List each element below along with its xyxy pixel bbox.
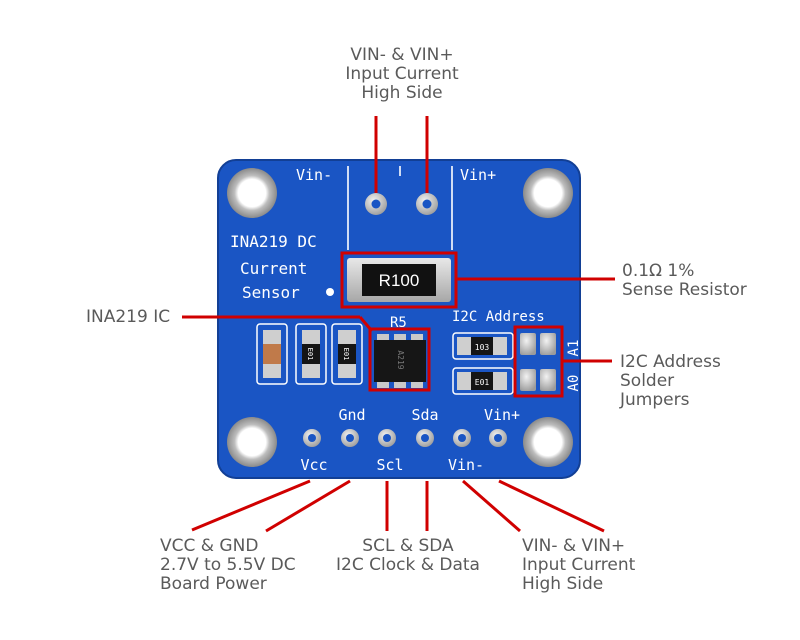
callout-sense-resistor: 0.1Ω 1% Sense Resistor xyxy=(622,261,747,300)
board-title-line1: INA219 DC xyxy=(230,232,317,251)
line-vcc xyxy=(191,479,311,532)
smd-marking-b: E01 xyxy=(342,348,350,361)
silk-vin-minus-top: Vin- xyxy=(296,166,332,184)
line-vin-minus xyxy=(462,479,521,533)
silk-i2c-address: I2C Address xyxy=(452,309,545,325)
callout-i2c-jumpers: I2C Address Solder Jumpers xyxy=(620,352,721,410)
smd-resistor-e01: E01 xyxy=(452,367,514,395)
silk-vin-plus-top: Vin+ xyxy=(460,166,496,184)
terminal-hole-vin-plus xyxy=(416,193,438,215)
mounting-hole-top-left xyxy=(227,168,277,218)
resistor-marking: R100 xyxy=(379,271,420,290)
pin-scl xyxy=(378,429,396,447)
pin-sda xyxy=(416,429,434,447)
pin-vin-plus xyxy=(489,429,507,447)
mounting-hole-bottom-right xyxy=(523,417,573,467)
callout-scl-sda: SCL & SDA I2C Clock & Data xyxy=(336,536,480,575)
silk-sda: Sda xyxy=(411,406,438,424)
pin-vin-minus xyxy=(453,429,471,447)
mounting-hole-bottom-left xyxy=(227,417,277,467)
smd-marking-c: E01 xyxy=(475,378,490,387)
callout-lines xyxy=(182,116,615,533)
board-title-line3: Sensor xyxy=(242,283,300,302)
silk-scl: Scl xyxy=(376,456,403,474)
line-vin-plus xyxy=(498,479,605,533)
ina219-ic-highlight xyxy=(368,327,431,392)
silk-vin-plus-bottom: Vin+ xyxy=(484,406,520,424)
silk-a0: A0 xyxy=(566,375,582,392)
smd-resistor-a: E01 xyxy=(295,323,327,385)
pcb-board xyxy=(217,159,581,479)
terminal-hole-vin-minus xyxy=(365,193,387,215)
smd-capacitor xyxy=(256,323,288,385)
callout-ina219-ic: INA219 IC xyxy=(86,307,171,327)
smd-resistor-103: 103 xyxy=(452,332,514,360)
smd-marking-103: 103 xyxy=(475,343,490,352)
smd-marking-a: E01 xyxy=(306,348,314,361)
silk-gnd: Gnd xyxy=(338,406,365,424)
mounting-hole-top-right xyxy=(523,168,573,218)
callout-vin-bottom: VIN- & VIN+ Input Current High Side xyxy=(522,536,636,594)
line-ina219-ic-diag xyxy=(358,316,374,332)
silk-a1: A1 xyxy=(566,340,582,357)
board-title-line2: Current xyxy=(240,259,307,278)
callout-vin-top: VIN- & VIN+ Input Current High Side xyxy=(345,45,459,103)
callout-vcc-gnd: VCC & GND 2.7V to 5.5V DC Board Power xyxy=(160,536,296,594)
terminal-block-outline xyxy=(347,166,453,250)
solder-jumper-a1 xyxy=(520,333,556,355)
silk-r5: R5 xyxy=(390,315,407,331)
pin-gnd xyxy=(341,429,359,447)
silk-vin-minus-bottom: Vin- xyxy=(448,456,484,474)
silk-vcc: Vcc xyxy=(300,456,327,474)
sense-resistor: R100 xyxy=(347,258,451,302)
solder-jumper-a0 xyxy=(520,369,556,391)
line-gnd xyxy=(265,479,351,533)
smd-resistor-b: E01 xyxy=(331,323,363,385)
header-pins xyxy=(303,429,507,447)
silk-dot xyxy=(326,288,334,296)
pin-vcc xyxy=(303,429,321,447)
ic-marking: A219 xyxy=(396,350,405,369)
ina219-chip: A219 xyxy=(374,334,426,388)
